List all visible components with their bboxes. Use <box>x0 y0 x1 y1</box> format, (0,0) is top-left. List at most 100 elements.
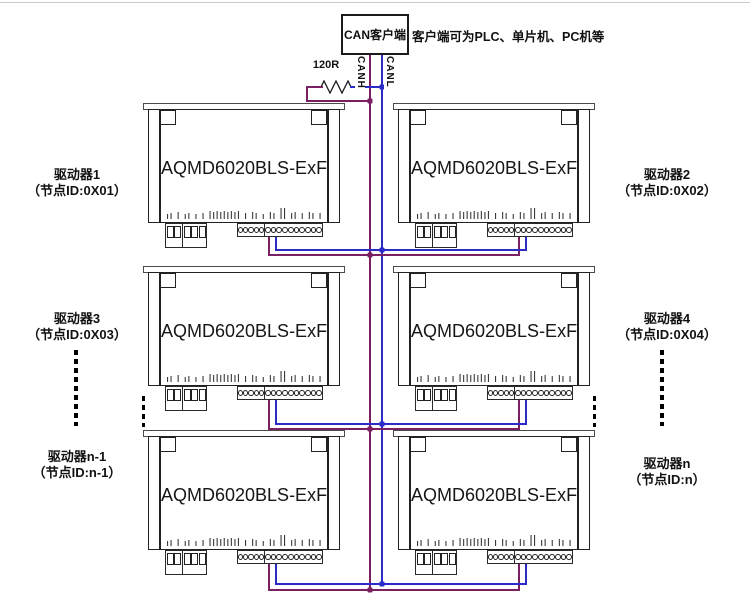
canh-wire <box>518 564 520 591</box>
continuation-ellipsis <box>142 396 145 427</box>
driver-corner-tab <box>410 437 426 452</box>
pin-labels-strip <box>417 367 573 383</box>
terminal-block-circles <box>487 223 515 237</box>
canh-wire <box>306 100 371 102</box>
terminal-block-squares <box>415 550 433 575</box>
terminator-value-label: 120R <box>312 59 340 71</box>
resistor-symbol-icon <box>321 80 351 94</box>
node-label: 驱动器n-1 （节点ID:n-1） <box>2 449 152 481</box>
driver-corner-tab <box>410 110 426 125</box>
node-label-id: （节点ID:n-1） <box>32 465 122 480</box>
canl-bus-label: CANL <box>384 55 395 89</box>
terminal-block-circles <box>487 550 515 564</box>
terminal-block-circles <box>514 223 573 237</box>
driver-module: AQMD6020BLS-ExF <box>393 430 595 575</box>
terminal-block-circles <box>237 223 265 237</box>
can-client-label: CAN客户端 <box>344 28 406 42</box>
continuation-ellipsis <box>593 396 596 427</box>
driver-side-wall <box>159 436 161 550</box>
driver-model-label: AQMD6020BLS-ExF <box>161 485 328 505</box>
junction-dot <box>367 98 373 104</box>
node-label-name: 驱动器4 <box>643 311 691 326</box>
driver-corner-tab <box>561 273 577 288</box>
canl-wire <box>381 52 383 585</box>
terminal-block-circles <box>264 550 323 564</box>
terminal-block-circles <box>514 550 573 564</box>
terminal-block-circles <box>237 550 265 564</box>
terminal-block-squares <box>165 223 183 248</box>
driver-corner-tab <box>311 437 327 452</box>
junction-dot <box>367 587 373 593</box>
canh-bus-label: CANH <box>355 55 366 90</box>
canl-wire <box>275 423 527 425</box>
continuation-ellipsis <box>74 350 78 426</box>
driver-corner-tab <box>311 110 327 125</box>
driver-model-label: AQMD6020BLS-ExF <box>411 485 578 505</box>
can-client-box: CAN客户端 <box>341 14 409 55</box>
node-label-id: （节点ID:0X02） <box>617 183 717 198</box>
terminal-block-circles <box>237 386 265 400</box>
pin-labels-strip <box>417 531 573 547</box>
junction-dot <box>379 247 385 253</box>
terminal-block-squares <box>182 223 207 248</box>
driver-corner-tab <box>160 110 176 125</box>
driver-body <box>148 109 340 223</box>
page-divider-line <box>0 2 750 3</box>
node-label-name: 驱动器n-1 <box>47 449 107 464</box>
canh-wire <box>369 52 371 591</box>
terminal-block-circles <box>264 223 323 237</box>
junction-dot <box>379 84 385 90</box>
driver-corner-tab <box>561 110 577 125</box>
terminal-block-squares <box>432 223 457 248</box>
junction-dot <box>367 426 373 432</box>
node-label: 驱动器3 （节点ID:0X03） <box>2 311 152 343</box>
node-label: 驱动器n （节点ID:n） <box>592 456 742 488</box>
driver-side-wall <box>577 272 579 386</box>
driver-model-label: AQMD6020BLS-ExF <box>411 158 578 178</box>
terminal-block-squares <box>432 550 457 575</box>
canl-wire <box>350 86 383 88</box>
terminal-block-circles <box>514 386 573 400</box>
driver-corner-tab <box>160 273 176 288</box>
driver-corner-tab <box>160 437 176 452</box>
terminal-block-squares <box>165 550 183 575</box>
canh-wire <box>268 237 270 256</box>
terminal-block-circles <box>487 386 515 400</box>
driver-module: AQMD6020BLS-ExF <box>143 103 345 248</box>
canl-wire <box>275 237 277 251</box>
terminal-block-squares <box>182 386 207 411</box>
driver-side-wall <box>409 109 411 223</box>
terminal-block-squares <box>165 386 183 411</box>
canh-wire <box>268 564 270 591</box>
driver-side-wall <box>327 436 329 550</box>
driver-corner-tab <box>410 273 426 288</box>
pin-labels-strip <box>167 367 323 383</box>
driver-module: AQMD6020BLS-ExF <box>143 430 345 575</box>
node-label-id: （节点ID:0X03） <box>27 327 127 342</box>
canh-wire <box>518 237 520 256</box>
driver-side-wall <box>577 436 579 550</box>
pin-labels-strip <box>167 531 323 547</box>
driver-body <box>398 272 590 386</box>
driver-side-wall <box>327 109 329 223</box>
client-note-text: 客户端可为PLC、单片机、PC机等 <box>412 30 605 44</box>
canh-wire <box>518 400 520 430</box>
terminal-block-squares <box>415 386 433 411</box>
continuation-ellipsis <box>660 350 664 426</box>
node-label-name: 驱动器1 <box>53 167 101 182</box>
pin-labels-strip <box>167 204 323 220</box>
junction-dot <box>379 581 385 587</box>
driver-body <box>398 109 590 223</box>
canl-wire <box>525 237 527 251</box>
canl-wire <box>275 583 527 585</box>
driver-side-wall <box>409 272 411 386</box>
canl-wire <box>275 400 277 425</box>
driver-module: AQMD6020BLS-ExF <box>143 266 345 411</box>
canh-wire <box>268 254 520 256</box>
driver-model-label: AQMD6020BLS-ExF <box>161 321 328 341</box>
canh-wire <box>268 589 520 591</box>
canl-wire <box>275 249 527 251</box>
driver-corner-tab <box>561 437 577 452</box>
canh-wire <box>268 428 520 430</box>
terminal-block-squares <box>415 223 433 248</box>
